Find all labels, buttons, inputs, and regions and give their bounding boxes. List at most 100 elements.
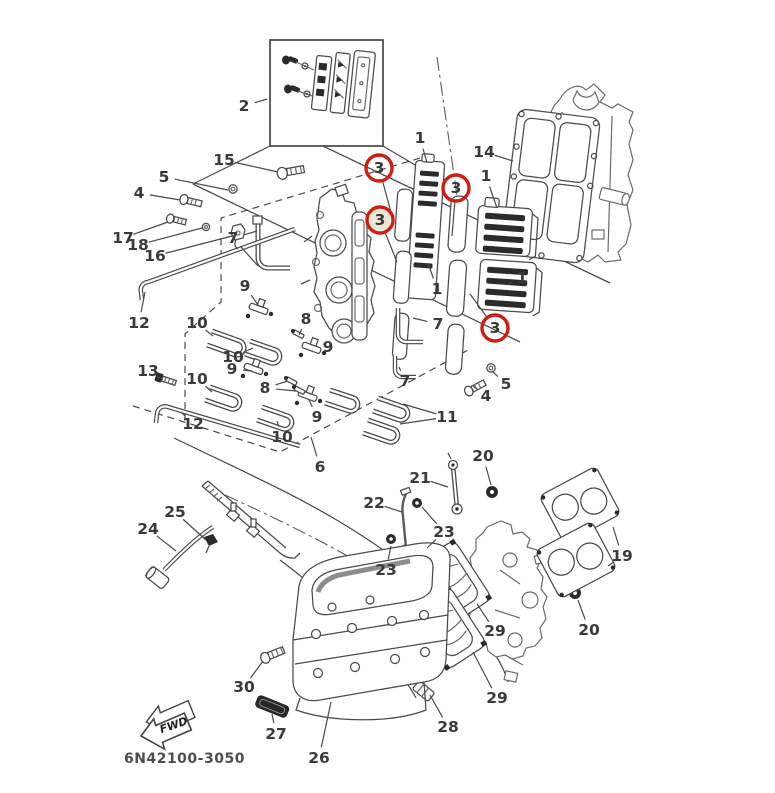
callout-1[interactable]: 1	[432, 280, 443, 298]
highlighted-callout-3[interactable]: 3	[375, 211, 386, 229]
callout-8[interactable]: 8	[301, 310, 312, 328]
callout-10[interactable]: 10	[271, 428, 293, 446]
highlighted-callout-3[interactable]: 3	[374, 159, 385, 177]
leader-line	[242, 347, 254, 354]
highlight-ring[interactable]	[480, 313, 510, 343]
leader-line	[204, 385, 213, 393]
leader-line	[412, 317, 428, 323]
tubes-10-11	[204, 328, 411, 445]
gasket-19-lower	[536, 522, 616, 598]
callout-9[interactable]: 9	[312, 408, 323, 426]
leader-line	[491, 370, 499, 377]
highlight-ring[interactable]	[365, 205, 395, 235]
leader-line	[421, 506, 438, 525]
highlight-ring[interactable]	[364, 153, 394, 183]
callout-4[interactable]: 4	[481, 387, 492, 405]
callout-15[interactable]: 15	[213, 151, 235, 169]
callout-7[interactable]: 7	[433, 315, 444, 333]
reed-block-lower	[477, 258, 543, 317]
callout-23[interactable]: 23	[375, 561, 397, 579]
silencer-box	[255, 542, 451, 721]
callout-20[interactable]: 20	[578, 621, 600, 639]
leader-line	[234, 161, 279, 173]
callout-7[interactable]: 7	[400, 372, 411, 390]
callout-27[interactable]: 27	[265, 725, 287, 743]
callout-11[interactable]: 11	[436, 408, 458, 426]
leader-line	[308, 399, 313, 408]
leader-line	[472, 651, 493, 689]
leader-line	[205, 329, 214, 337]
leader-line	[384, 505, 403, 513]
callout-21[interactable]: 21	[409, 469, 431, 487]
leader-line	[607, 561, 614, 567]
inset-plates	[310, 50, 376, 119]
highlighted-callout-3[interactable]: 3	[490, 319, 501, 337]
fittings-9	[240, 297, 327, 406]
manifold-body	[300, 183, 376, 344]
callout-6[interactable]: 6	[315, 458, 326, 476]
callout-9[interactable]: 9	[240, 277, 251, 295]
studs-8	[284, 329, 306, 395]
leader-line	[271, 713, 275, 724]
leader-line	[430, 480, 449, 488]
callout-13[interactable]: 13	[137, 362, 159, 380]
callout-12[interactable]: 12	[182, 415, 204, 433]
callout-28[interactable]: 28	[437, 718, 459, 736]
callout-18[interactable]: 18	[127, 236, 149, 254]
callout-19[interactable]: 19	[611, 547, 633, 565]
emblem-27	[255, 695, 290, 718]
leader-line	[384, 232, 398, 263]
highlighted-callouts: 3 3 3 3	[364, 153, 510, 343]
callout-1[interactable]: 1	[517, 269, 528, 287]
callout-10[interactable]: 10	[186, 370, 208, 388]
leader-line	[276, 420, 280, 427]
leader-line	[320, 701, 332, 748]
callout-25[interactable]: 25	[164, 503, 186, 521]
callout-29[interactable]: 29	[486, 689, 508, 707]
highlight-fill	[370, 210, 390, 230]
callout-8[interactable]: 8	[260, 379, 271, 397]
callout-2[interactable]: 2	[239, 97, 250, 115]
callout-16[interactable]: 16	[144, 247, 166, 265]
callout-23[interactable]: 23	[433, 523, 455, 541]
callout-29[interactable]: 29	[484, 622, 506, 640]
callout-26[interactable]: 26	[308, 749, 330, 767]
callout-14[interactable]: 14	[473, 143, 495, 161]
leader-lines	[133, 98, 620, 748]
callout-1[interactable]: 1	[415, 129, 426, 147]
callout-5[interactable]: 5	[501, 375, 512, 393]
callout-9[interactable]: 9	[323, 338, 334, 356]
leader-line	[476, 603, 490, 623]
leader-line	[133, 221, 169, 235]
highlight-ring[interactable]	[441, 173, 471, 203]
callout-10[interactable]: 10	[222, 348, 244, 366]
callout-12[interactable]: 12	[128, 314, 150, 332]
callout-10[interactable]: 10	[186, 314, 208, 332]
callout-5[interactable]: 5	[159, 168, 170, 186]
diagram-part-code: 6N42100-3050	[124, 751, 245, 767]
leader-line	[451, 201, 456, 237]
callout-24[interactable]: 24	[137, 520, 159, 538]
leader-line	[507, 281, 513, 285]
leader-line	[426, 539, 437, 549]
leader-line	[402, 403, 437, 415]
callout-20[interactable]: 20	[472, 447, 494, 465]
leader-line	[157, 375, 163, 380]
leader-line	[140, 291, 146, 313]
callout-22[interactable]: 22	[363, 494, 385, 512]
lower-hardware-4-5	[463, 363, 496, 397]
callout-1[interactable]: 1	[481, 167, 492, 185]
callout-4[interactable]: 4	[134, 184, 145, 202]
callout-7[interactable]: 7	[228, 229, 239, 247]
callout-17[interactable]: 17	[112, 229, 134, 247]
highlighted-callout-3[interactable]: 3	[451, 179, 462, 197]
leader-line	[156, 535, 177, 552]
leader-line	[489, 186, 498, 209]
leader-line	[427, 262, 434, 279]
gasket-19-upper	[540, 467, 620, 543]
callout-9[interactable]: 9	[227, 360, 238, 378]
leader-line	[612, 526, 620, 546]
callout-30[interactable]: 30	[233, 678, 255, 696]
leader-line	[250, 660, 264, 679]
